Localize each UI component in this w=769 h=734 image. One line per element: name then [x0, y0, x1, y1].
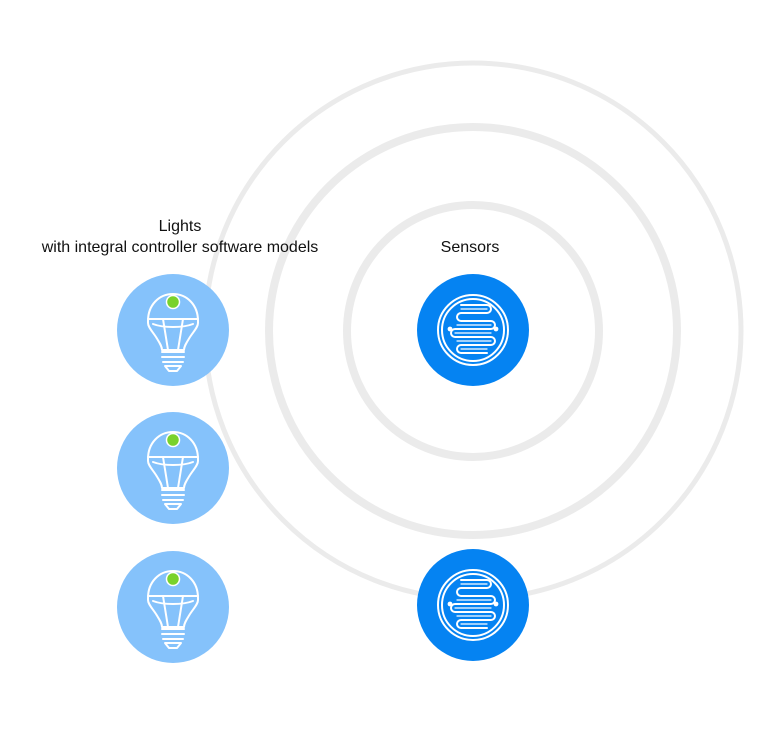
light-bulb-icon	[117, 412, 229, 524]
lights-subtitle: with integral controller software models	[41, 239, 319, 256]
sensor-node-2[interactable]	[417, 549, 529, 661]
sensor-icon	[417, 274, 529, 386]
light-node-2[interactable]	[117, 412, 229, 524]
sensor-icon	[417, 549, 529, 661]
light-node-1[interactable]	[117, 274, 229, 386]
lights-label: Lights with integral controller software…	[0, 216, 360, 258]
light-bulb-icon	[117, 274, 229, 386]
sensors-title: Sensors	[440, 239, 500, 256]
middle-ring	[265, 123, 681, 539]
light-bulb-icon	[117, 551, 229, 663]
light-node-3[interactable]	[117, 551, 229, 663]
inner-ring	[343, 201, 603, 461]
sensor-node-1[interactable]	[417, 274, 529, 386]
lights-title: Lights	[158, 218, 202, 235]
